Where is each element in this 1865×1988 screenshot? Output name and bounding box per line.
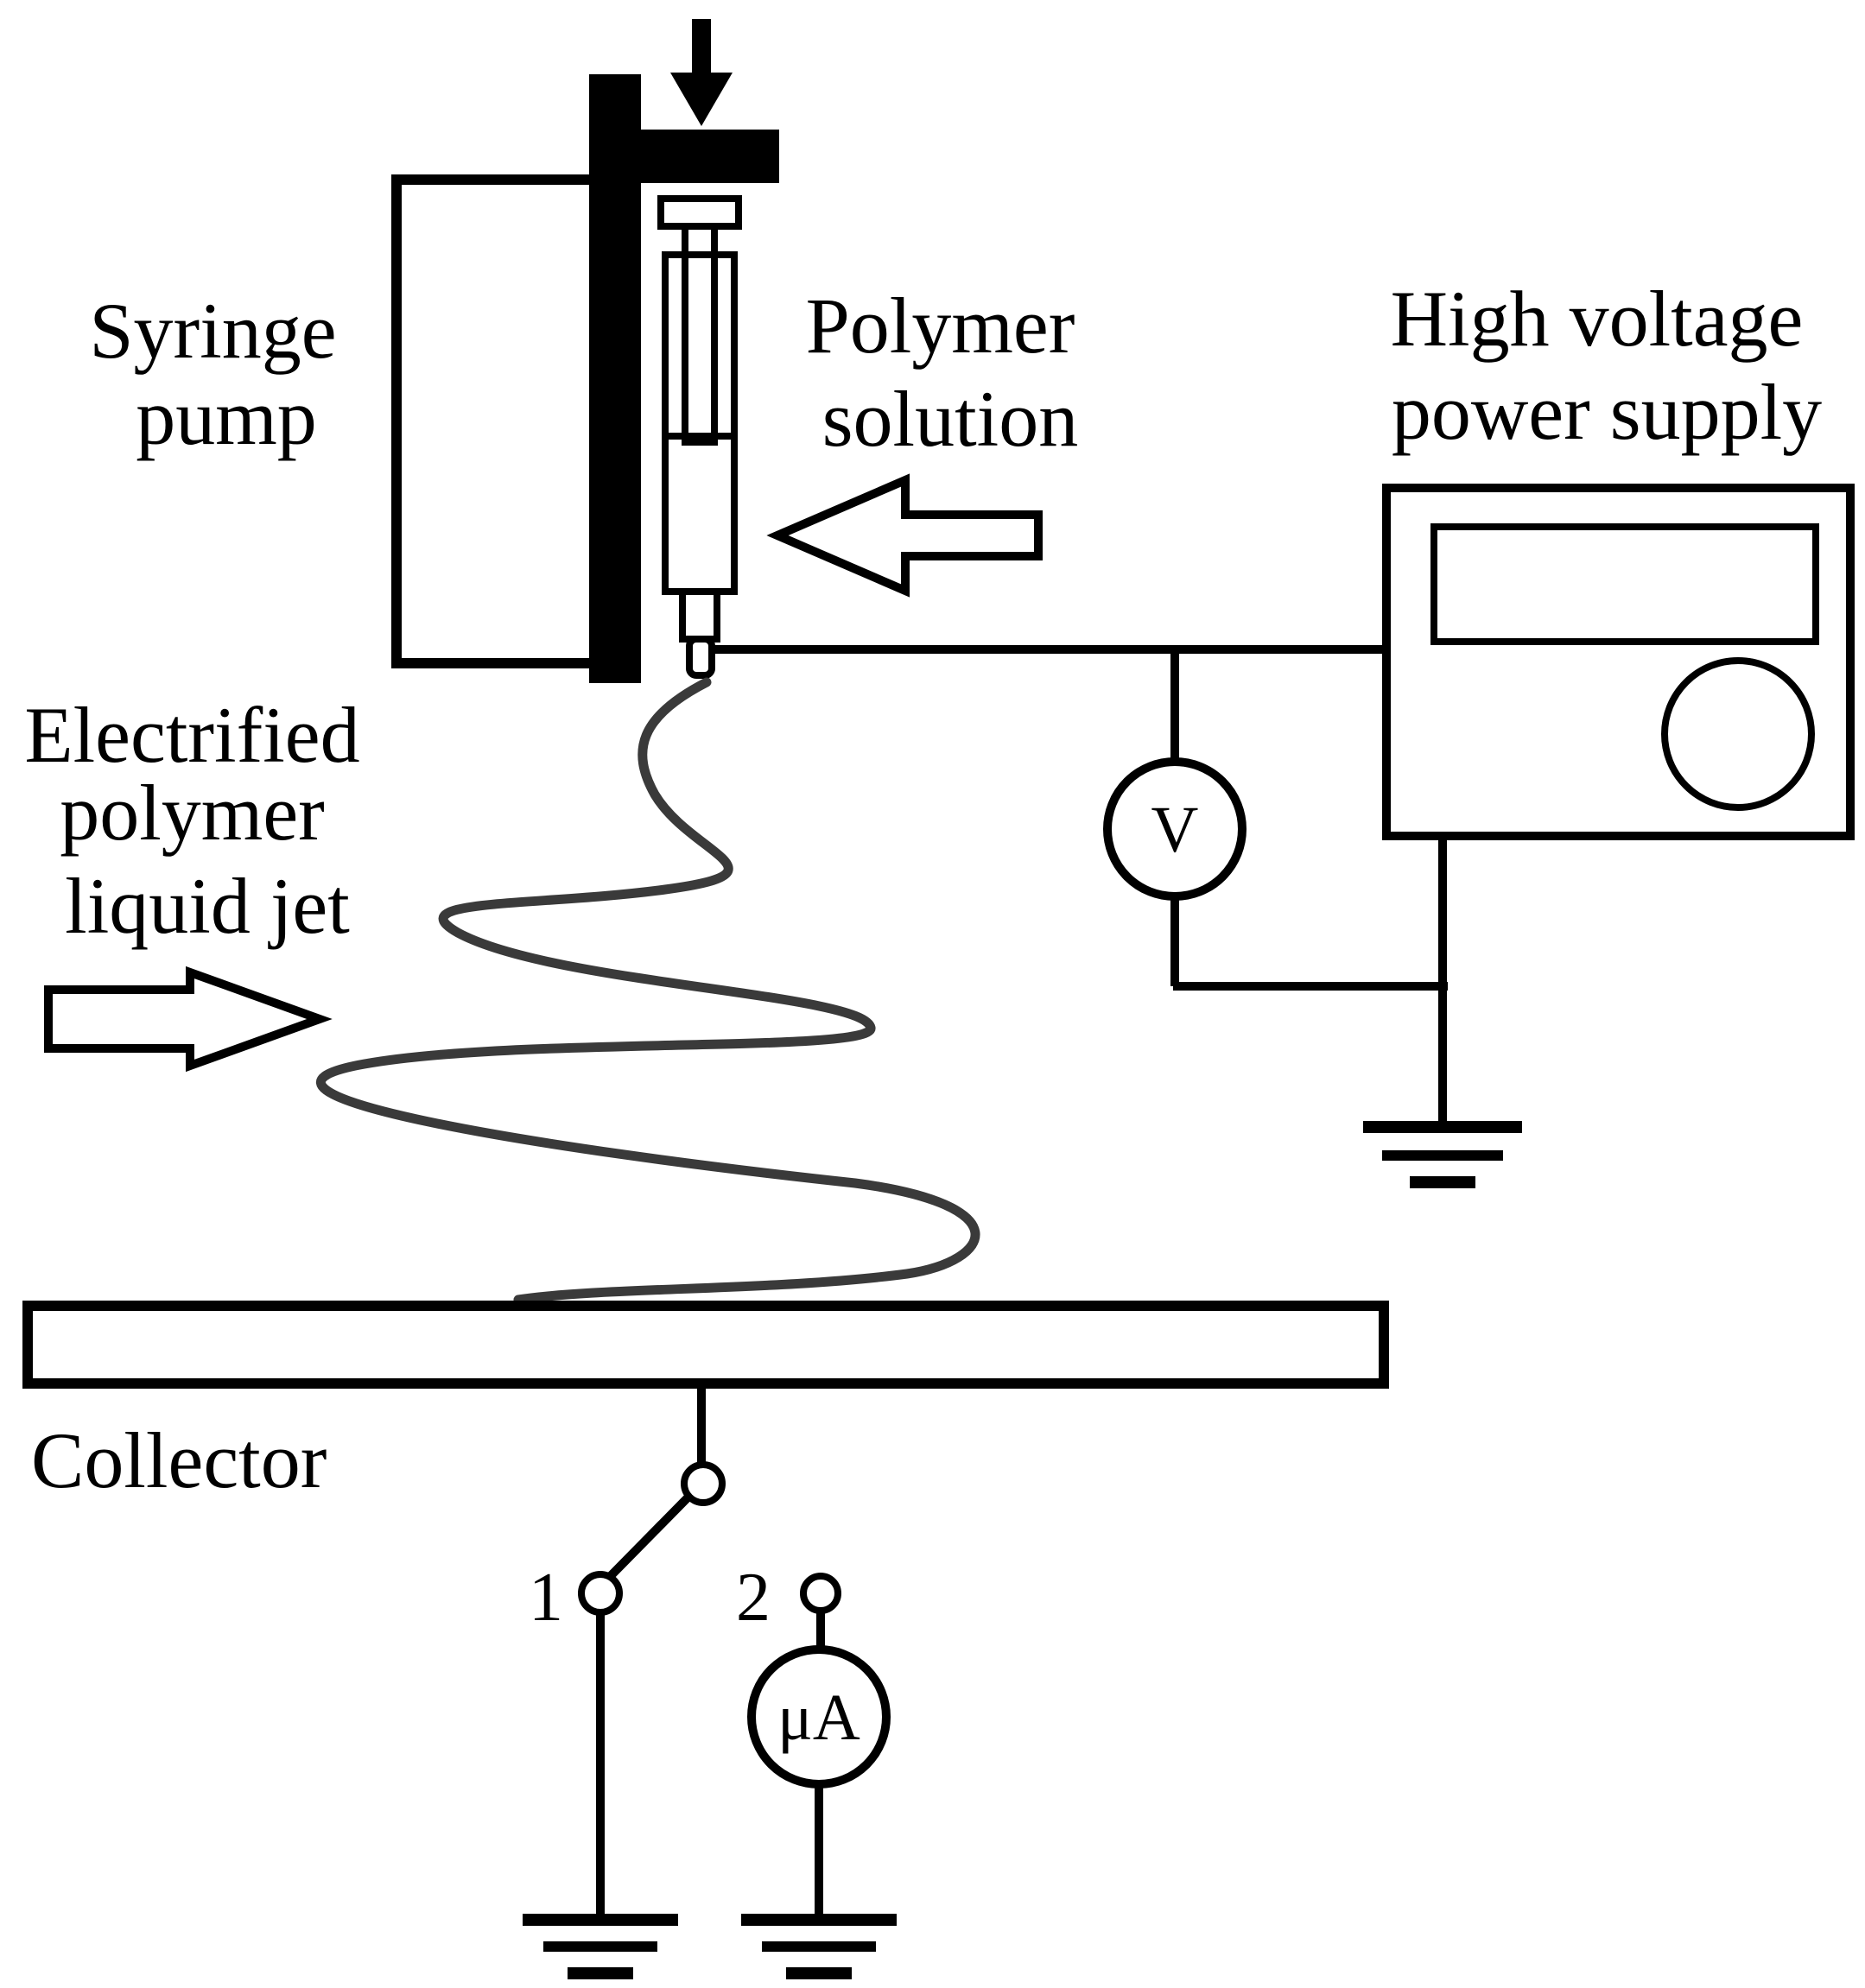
ground-symbol-icon <box>1363 1121 1522 1188</box>
collector-switch <box>578 1461 841 1616</box>
power-supply-knob <box>1661 657 1815 811</box>
jet-label-line3: liquid jet <box>65 862 350 950</box>
collector-plate <box>22 1301 1389 1389</box>
switch-contact-2 <box>800 1573 841 1614</box>
high-voltage-power-supply <box>1382 484 1855 840</box>
microammeter: μA <box>747 1645 891 1789</box>
power-supply-label: High voltage power supply <box>1391 275 1824 456</box>
collector-label: Collector <box>31 1416 327 1504</box>
plunger-head <box>657 195 742 230</box>
power-supply-body <box>1382 484 1855 840</box>
jet-arrow-icon <box>44 966 333 1073</box>
switch-position-2-label: 2 <box>736 1560 771 1636</box>
polymer-solution-arrow-icon <box>766 473 1043 598</box>
microammeter-label: μA <box>777 1681 860 1754</box>
jet-label-line1: Electrified <box>24 691 359 779</box>
polymer-solution-label-line1: Polymer <box>806 282 1075 370</box>
switch-position-1-label: 1 <box>529 1560 563 1636</box>
syringe-needle <box>686 636 715 679</box>
power-supply-label-line2: power supply <box>1392 368 1822 456</box>
push-arrow-icon <box>670 19 733 126</box>
switch-contact-1 <box>578 1571 623 1616</box>
plunger-rod <box>682 223 718 446</box>
voltmeter-label: V <box>1151 794 1199 866</box>
syringe-pump-label: Syringe pump <box>89 287 356 461</box>
polymer-jet <box>316 677 980 1305</box>
polymer-solution-label-line2: solution <box>822 375 1078 463</box>
syringe <box>657 195 742 679</box>
syringe-pump-label-line1: Syringe <box>89 287 336 375</box>
switch-pivot <box>681 1461 726 1506</box>
ground-symbol-icon <box>523 1914 678 1979</box>
pump-body <box>391 174 605 668</box>
pump-pusher-arm <box>589 130 779 183</box>
wiring <box>712 645 1448 1123</box>
syringe-tip <box>679 588 720 643</box>
syringe-pump <box>391 19 779 683</box>
voltmeter: V <box>1103 757 1247 901</box>
ground-symbol-icon <box>741 1914 897 1979</box>
jet-label-line2: polymer <box>60 769 325 857</box>
jet-label: Electrified polymer liquid jet <box>24 691 379 950</box>
polymer-solution-label: Polymer solution <box>806 282 1095 463</box>
syringe-pump-label-line2: pump <box>136 373 317 461</box>
syringe-barrel <box>662 251 738 595</box>
power-supply-display <box>1430 523 1819 645</box>
power-supply-label-line1: High voltage <box>1391 275 1804 363</box>
